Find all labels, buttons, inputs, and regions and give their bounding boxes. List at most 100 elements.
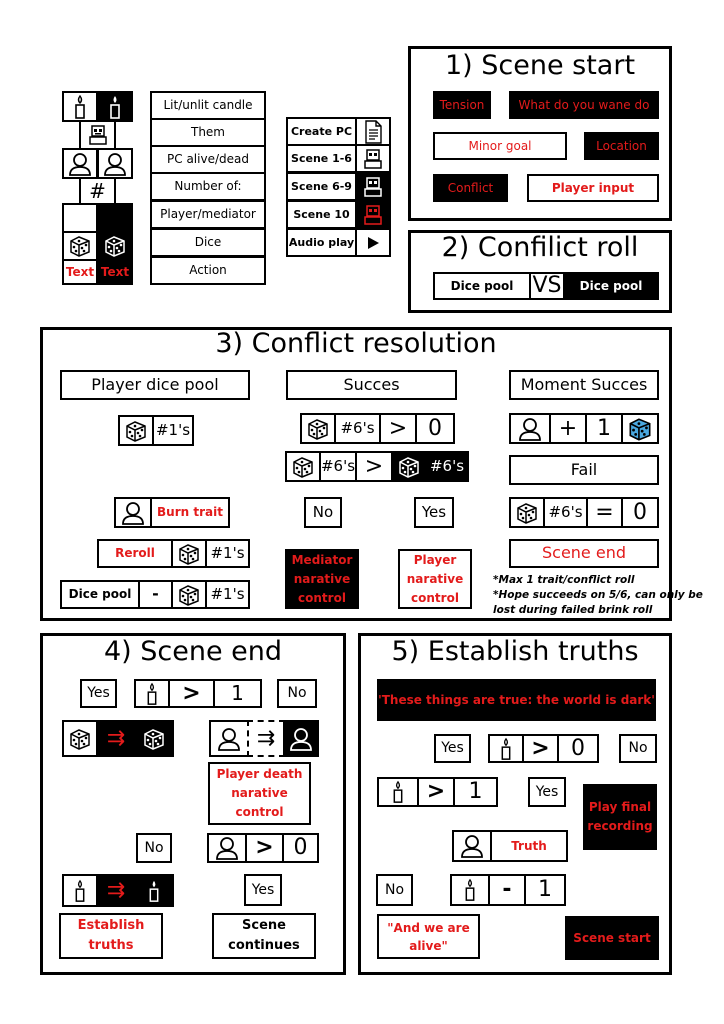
dice-icon <box>102 233 128 259</box>
person-icon <box>120 501 146 525</box>
conflict-roll-title: 2) Confilict roll <box>441 232 639 263</box>
legend-scene-10-icon-cell <box>355 200 391 229</box>
legend-mediator-black <box>97 203 133 233</box>
alive-check-zero: 0 <box>282 833 319 863</box>
dice-icon <box>626 415 654 442</box>
conflict-box: Conflict <box>433 174 508 202</box>
ones-dice-cell <box>118 415 154 446</box>
dice-icon <box>67 233 93 259</box>
alive-check-person <box>207 833 247 863</box>
legend-dice-white <box>62 231 98 261</box>
dice-icon <box>123 418 149 444</box>
succes-no: No <box>304 497 342 528</box>
minus-sign: - <box>138 580 173 609</box>
scene-end-result: Scene end <box>509 539 659 568</box>
scene-start-result: Scene start <box>565 916 659 960</box>
minus-ones: #1's <box>205 580 250 609</box>
vs-label: VS <box>529 272 565 300</box>
legend-candle-unlit <box>62 91 98 122</box>
candle-icon <box>144 682 160 706</box>
player-input-box: Player input <box>527 174 659 202</box>
compare-dice-mediator <box>391 451 427 482</box>
legend-create-pc: Create PC <box>286 117 357 146</box>
document-icon <box>364 119 382 144</box>
truths-candle-2-cell <box>377 777 419 807</box>
truths-yes-2: Yes <box>528 777 566 807</box>
establish-truths-result: Establish truths <box>59 913 163 959</box>
death-arrow: ⇉ <box>247 720 285 757</box>
candle-transfer-black <box>134 874 174 907</box>
reroll-dice-cell <box>171 539 207 568</box>
legend-number-symbol: # <box>79 177 116 205</box>
what-do-you-want-box: What do you wane do <box>509 91 659 119</box>
truths-gt-2: > <box>417 777 455 807</box>
fail-dice-cell <box>509 497 545 528</box>
succes-header: Succes <box>286 370 457 400</box>
burn-trait-person-cell <box>114 497 152 528</box>
truth-label: Truth <box>490 830 568 862</box>
candle-icon <box>72 94 88 120</box>
candle-transfer-arrow: ⇉ <box>96 874 136 907</box>
legend-audio-play-icon-cell <box>355 228 391 257</box>
tension-box: Tension <box>433 91 491 119</box>
legend-label-dice: Dice <box>150 228 266 257</box>
death-person-alive <box>209 720 249 757</box>
legend-candle-black <box>97 91 133 122</box>
note-max-trait: *Max 1 trait/conflict roll <box>493 574 635 586</box>
dice-icon <box>514 500 540 526</box>
legend-scene-6-9-icon-cell <box>355 172 391 201</box>
compare-sixes-mediator: #6's <box>425 451 469 482</box>
scene-end-title: 4) Scene end <box>103 636 283 667</box>
conflict-resolution-title: 3) Conflict resolution <box>215 328 497 359</box>
play-icon <box>366 236 380 250</box>
moment-blue-dice-cell <box>621 413 659 444</box>
reroll-ones: #1's <box>205 539 250 568</box>
legend-scene-10: Scene 10 <box>286 200 357 229</box>
burn-trait-label: Burn trait <box>150 497 230 528</box>
dice-icon <box>141 726 167 752</box>
legend-scene-1-6-icon-cell <box>355 144 391 173</box>
location-box: Location <box>584 132 659 160</box>
alive-check-yes: Yes <box>244 874 282 906</box>
candle-transfer-white <box>62 874 98 907</box>
person-icon <box>459 834 485 858</box>
scene-continues-result: Scene continues <box>212 913 316 959</box>
dice-icon <box>305 416 331 442</box>
scene-start-title: 1) Scene start <box>444 50 636 81</box>
legend-label-action: Action <box>150 256 266 285</box>
moment-person-cell <box>509 413 551 444</box>
candle-icon <box>390 780 406 804</box>
person-icon <box>214 836 240 860</box>
legend-label-player-mediator: Player/mediator <box>150 200 266 229</box>
dice-icon <box>176 582 202 607</box>
scene-end-gt: > <box>168 679 215 708</box>
legend-create-pc-icon-cell <box>355 117 391 146</box>
truths-one-2: 1 <box>524 874 566 906</box>
player-dice-pool-header: Player dice pool <box>60 370 250 400</box>
truths-gt: > <box>522 734 559 763</box>
alive-check-gt: > <box>245 833 284 863</box>
robot-icon <box>361 175 385 199</box>
legend-dice-black <box>97 231 133 261</box>
transfer-dice-white <box>62 720 98 757</box>
succes-sixes: #6's <box>334 413 381 444</box>
truths-no-2: No <box>376 874 413 906</box>
minor-goal-box: Minor goal <box>433 132 567 160</box>
fail-zero: 0 <box>621 497 659 528</box>
person-icon <box>67 152 93 176</box>
legend-text-red-black: Text <box>97 259 133 285</box>
legend-label-number: Number of: <box>150 172 266 201</box>
legend-label-candle: Lit/unlit candle <box>150 91 266 120</box>
truth-quote: "These things are true: the world is dar… <box>377 679 656 721</box>
robot-icon <box>86 123 110 147</box>
truths-no: No <box>619 734 657 763</box>
play-final-recording: Play final recording <box>583 784 657 850</box>
dice-pool-mediator: Dice pool <box>563 272 659 300</box>
person-icon <box>216 727 242 751</box>
establish-truths-title: 5) Establish truths <box>391 636 639 667</box>
moment-one: 1 <box>585 413 623 444</box>
note-hope: *Hope succeeds on 5/6, can only be <box>493 589 703 601</box>
legend-label-pc: PC alive/dead <box>150 145 266 174</box>
dice-pool-result: Dice pool <box>60 580 140 609</box>
legend-label-them: Them <box>150 118 266 147</box>
